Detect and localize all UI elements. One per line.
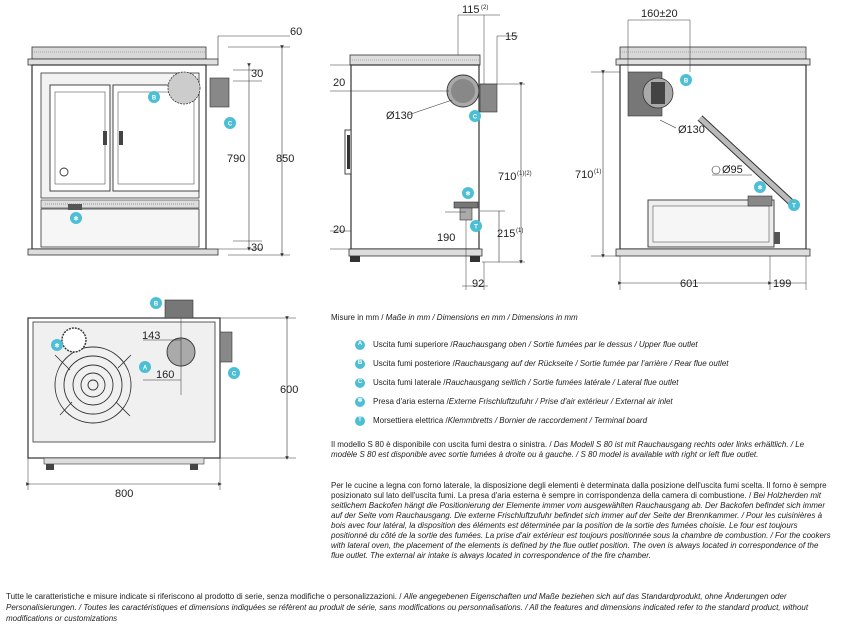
paragraph1-main: Il modello S 80 è disponibile con uscita… [331, 440, 554, 449]
dim-side-inlet-offset: 215 [497, 228, 515, 240]
legend-item-terminal: T Morsettiera elettrica / Klemmbretts / B… [331, 411, 831, 430]
legend-badge-terminal: T [355, 415, 365, 426]
dim-front-total-height: 850 [276, 153, 294, 165]
dim-front-top-offset: 60 [290, 26, 302, 38]
paragraph-model-note: Il modello S 80 è disponibile con uscita… [331, 440, 831, 460]
dim-side-height: 710 [498, 171, 516, 183]
dim-rear-height: 710 [575, 169, 593, 181]
dim-side-inlet-depth: 92 [472, 278, 484, 290]
badge-b-top: B [154, 302, 159, 308]
units-note: Misure in mm / Maße in mm / Dimensions e… [331, 312, 831, 323]
badge-air-front: ✻ [73, 216, 78, 223]
dim-rear-width: 601 [680, 278, 698, 290]
units-rest: Maße in mm / Dimensions en mm / Dimensio… [385, 313, 578, 322]
footer-disclaimer: Tutte le caratteristiche e misure indica… [6, 591, 834, 624]
legend-main: Uscita fumi posteriore / [373, 359, 455, 368]
side-view: 115 (2) 15 20 Ø130 710 (1)(2) 20 190 215… [330, 4, 532, 290]
legend-main: Presa d'aria esterna / [373, 397, 449, 406]
badge-c-side: C [473, 115, 478, 121]
badge-air-top: ✻ [54, 343, 59, 350]
footer-main: Tutte le caratteristiche e misure indica… [6, 592, 404, 601]
legend-rest: Klemmbretts / Bornier de raccordement / … [447, 416, 648, 425]
paragraph1-rest: Das Modell S 80 ist mit Rauchausgang rec… [331, 440, 805, 459]
dim-rear-right-depth: 199 [773, 278, 791, 290]
legend-badge-a: A [355, 339, 365, 350]
badge-air-side: ✻ [465, 191, 470, 198]
legend-rest: Rauchausgang auf der Rückseite / Sortie … [454, 359, 729, 368]
badge-terminal-rear: T [792, 204, 796, 210]
legend-item-b: B Uscita fumi posteriore / Rauchausgang a… [331, 354, 831, 373]
legend-badge-b: B [355, 358, 365, 369]
badge-b-rear: B [684, 79, 689, 85]
dim-side-bottom-gap: 20 [333, 224, 345, 236]
dim-side-right-offset: 15 [505, 31, 517, 43]
paragraph-oven-note: Per le cucine a legna con forno laterale… [331, 481, 831, 561]
legend-badge-air: ✻ [355, 396, 365, 407]
front-view: 60 30 790 850 30 B C ✻ [27, 26, 302, 257]
badge-b-front: B [152, 96, 157, 102]
legend-main: Uscita fumi laterale / [373, 378, 446, 387]
rear-view: B ✻ T 160±20 Ø130 710 (1) Ø95 601 199 [575, 8, 811, 290]
dim-rear-air-diameter: Ø95 [722, 164, 743, 176]
footer-rest: Alle angegebenen Eigenschaften und Maße … [6, 592, 809, 623]
dim-top-d2: 160 [156, 369, 174, 381]
paragraph2-main: Per le cucine a legna con forno laterale… [331, 481, 827, 500]
legend-main: Morsettiera elettrica / [373, 416, 448, 425]
legend-rest: Rauchausgang seitlich / Sortie fumées la… [445, 378, 679, 387]
dim-front-inner-height: 790 [227, 153, 245, 165]
dim-top-d1: 143 [142, 330, 160, 342]
dim-rear-height-note: (1) [594, 169, 601, 175]
dim-top-width: 800 [115, 488, 133, 500]
legend-item-c: C Uscita fumi laterale / Rauchausgang sei… [331, 373, 831, 392]
units-prefix: Misure in mm / [331, 313, 386, 322]
badge-c-front: C [228, 122, 233, 128]
cooktop-rings [54, 346, 132, 424]
badge-a-top: A [143, 366, 148, 372]
paragraph2-rest: Bei Holzherden mit seitlichem Backofen h… [331, 491, 831, 560]
dim-side-inlet-offset-note: (1) [516, 228, 523, 234]
top-view: B ✻ A C 143 160 600 800 [26, 297, 298, 500]
legend-item-air: ✻ Presa d'aria esterna / Externe Frischlu… [331, 392, 831, 411]
legend-badge-c: C [355, 377, 365, 388]
badge-terminal-side: T [474, 225, 478, 231]
badge-c-top: C [232, 372, 237, 378]
legend-item-a: A Uscita fumi superiore / Rauchausgang ob… [331, 335, 831, 354]
dim-rear-flue-diameter: Ø130 [678, 124, 705, 136]
legend: Misure in mm / Maße in mm / Dimensions e… [331, 312, 831, 430]
legend-main: Uscita fumi superiore / [373, 340, 453, 349]
dim-side-inlet-height: 190 [437, 232, 455, 244]
dim-side-top-offset: 115 [462, 4, 480, 16]
dim-rear-top-width: 160±20 [641, 8, 678, 20]
dim-top-depth: 600 [280, 384, 298, 396]
dim-side-flue-diameter: Ø130 [386, 110, 413, 122]
dim-front-bottom-margin: 30 [251, 242, 263, 254]
legend-rest: Rauchausgang oben / Sortie fumées par le… [452, 340, 698, 349]
dim-side-height-note: (1)(2) [517, 171, 532, 177]
badge-air-rear: ✻ [757, 185, 762, 192]
dim-side-top-offset-note: (2) [481, 5, 488, 11]
legend-rest: Externe Frischluftzufuhr / Prise d'air e… [448, 397, 673, 406]
dim-side-top-gap: 20 [333, 77, 345, 89]
knob-icon [59, 167, 69, 177]
dim-front-top-margin: 30 [251, 68, 263, 80]
